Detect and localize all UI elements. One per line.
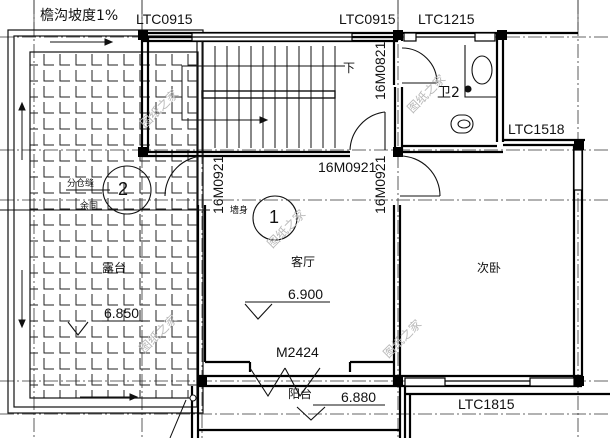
bath-fixtures (450, 45, 497, 134)
door-label-living-left: 16M0921 (210, 155, 226, 214)
detail-2-note-a: 分仓缝 (67, 179, 95, 189)
window-label-top-left: LTC0915 (136, 11, 193, 27)
room-label-living: 客厅 (291, 255, 316, 269)
stair-down-label: 下 (343, 61, 356, 75)
stairs (181, 41, 345, 152)
door-label-balcony: M2424 (276, 344, 319, 360)
detail-2-note-b: 余同 (80, 202, 99, 212)
window-label-top-right: LTC1215 (418, 11, 475, 27)
room-label-terrace: 露台 (102, 261, 127, 275)
window-label-right: LTC1518 (508, 121, 565, 137)
columns (138, 30, 584, 386)
terrace-tiles (30, 52, 198, 398)
windows (191, 32, 583, 387)
room-label-bedroom: 次卧 (477, 261, 502, 275)
door-label-stair: 16M0921 (318, 159, 377, 175)
elevation-balcony: 6.880 (341, 389, 377, 405)
room-label-bath: 卫2 (437, 85, 460, 101)
window-label-bottom: LTC1815 (458, 396, 515, 412)
room-label-balcony: 阳台 (288, 387, 313, 401)
elevation-living: 6.900 (288, 286, 324, 302)
gutter-slope-note: 檐沟坡度1% (40, 8, 119, 24)
doors (164, 47, 441, 398)
elevation-terrace: 6.850 (104, 305, 140, 321)
detail-1-number: 1 (269, 207, 280, 227)
detail-1-note: 墙身 (230, 206, 249, 216)
door-label-bath: 16M0821 (372, 41, 388, 100)
door-label-bedroom: 16M0921 (372, 155, 388, 214)
window-label-top-mid: LTC0915 (339, 11, 396, 27)
detail-2-number: 2 (118, 179, 129, 199)
